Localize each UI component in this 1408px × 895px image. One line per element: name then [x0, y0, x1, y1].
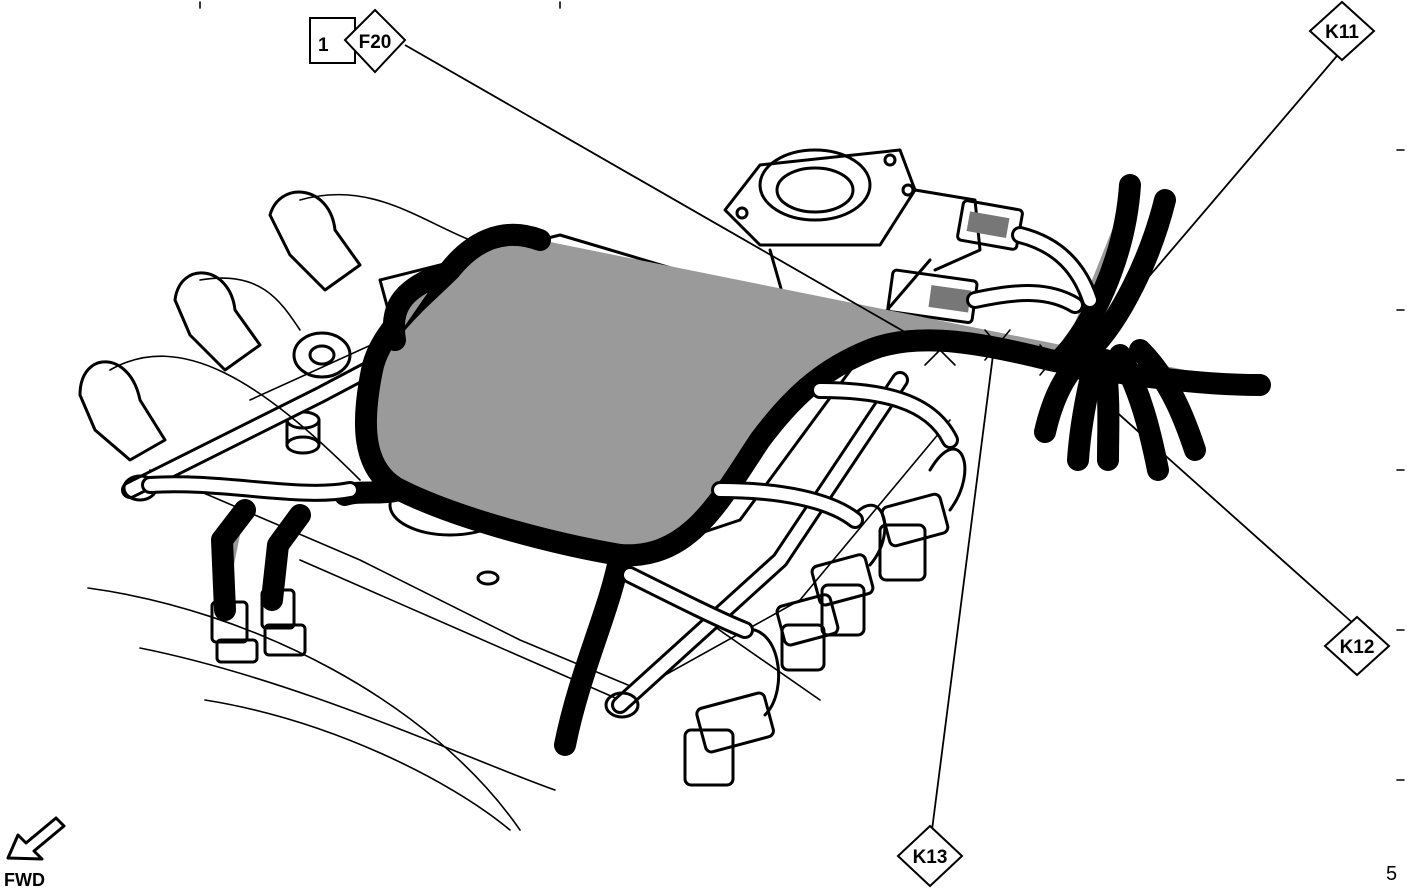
callout-f20: 1 F20	[309, 8, 407, 74]
callout-diamond	[896, 824, 964, 888]
callout-k13: K13	[896, 824, 964, 888]
fwd-arrow-icon	[6, 816, 66, 861]
connector-tps	[956, 199, 1024, 251]
edge-ticks	[199, 1, 1405, 781]
fwd-label: FWD	[4, 870, 45, 890]
callout-leaders	[404, 44, 1356, 831]
boot	[683, 627, 781, 787]
boot	[878, 447, 967, 582]
lower-left-connectors	[210, 499, 311, 664]
callout-k11-label: K11	[1325, 22, 1359, 43]
callout-k13-label: K13	[913, 847, 948, 868]
fender-curves	[87, 587, 556, 831]
callout-k11: K11	[1308, 0, 1376, 62]
fuel-rail-right	[604, 371, 909, 719]
spark-plug-boots-left	[78, 190, 471, 481]
page-marker: 5	[1386, 863, 1397, 885]
boot	[810, 503, 887, 637]
harness-fanout-right	[966, 174, 1206, 481]
callout-diamond	[1308, 0, 1376, 62]
harness-branch-wires	[141, 381, 959, 639]
callout-diamond	[1323, 615, 1391, 677]
callout-f20-label: F20	[359, 32, 392, 53]
bolt	[476, 570, 500, 586]
callout-k12: K12	[1323, 615, 1391, 677]
forward-direction-indicator: FWD	[4, 816, 66, 890]
callout-k12-label: K12	[1340, 637, 1375, 658]
tape-wraps	[924, 329, 1096, 386]
boot	[775, 593, 840, 672]
callout-index-label: 1	[318, 35, 329, 56]
callout-diamond	[343, 8, 407, 74]
